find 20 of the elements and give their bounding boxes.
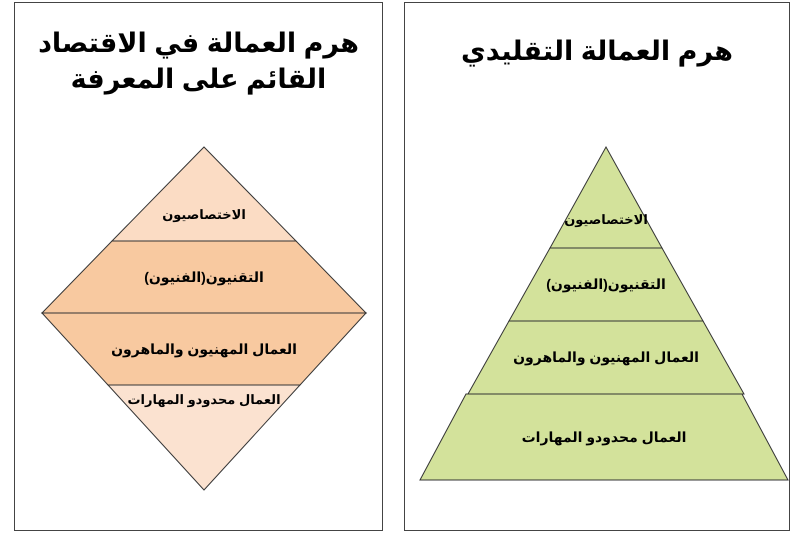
layer-label: الاختصاصيون <box>563 212 649 228</box>
layer-label: التقنيون(الفنيون) <box>545 276 667 294</box>
layer-label: العمال محدودو المهارات <box>126 392 282 408</box>
panel-title: هرم العمالة في الاقتصاد القائم على المعرفة <box>37 27 360 97</box>
layer-label: العمال المهنيون والماهرون <box>512 349 700 366</box>
pyramid-layer <box>550 147 662 248</box>
pyramid-layer <box>42 313 366 385</box>
pyramid-layer <box>420 394 788 480</box>
pyramid-layer <box>108 385 300 490</box>
layer-label: العمال المهنيون والماهرون <box>110 340 298 358</box>
layer-label: العمال محدودو المهارات <box>520 428 688 446</box>
pyramid-layer <box>468 321 744 394</box>
panel <box>14 2 383 531</box>
panel-title: هرم العمالة التقليدي <box>460 35 734 69</box>
panel <box>404 2 790 531</box>
pyramid-layer <box>509 248 703 321</box>
pyramid-layer <box>112 147 296 241</box>
layer-label: التقنيون(الفنيون) <box>143 268 265 286</box>
pyramid-layer <box>42 241 366 313</box>
layer-label: الاختصاصيون <box>161 206 247 223</box>
